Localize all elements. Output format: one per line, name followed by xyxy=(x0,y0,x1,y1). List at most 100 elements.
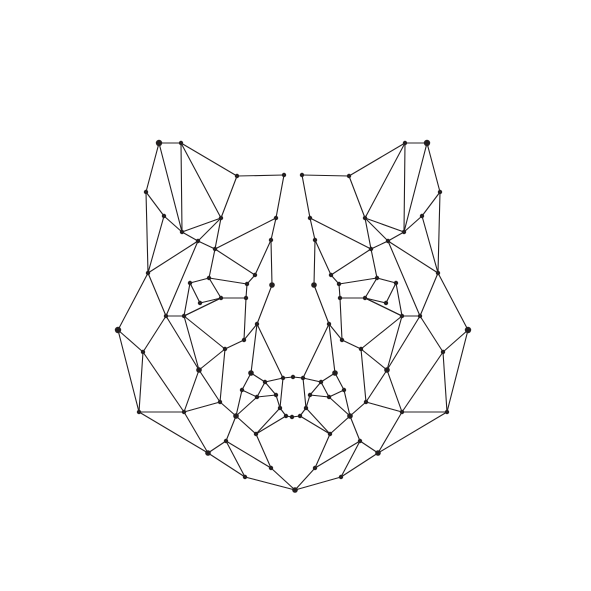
wire-edge xyxy=(349,415,361,442)
wireframe-edges xyxy=(117,142,469,491)
wire-edge xyxy=(348,142,406,177)
wire-edge xyxy=(225,440,246,478)
wire-node xyxy=(384,367,390,373)
wire-edge xyxy=(377,411,448,454)
wire-edge xyxy=(145,191,165,217)
wire-edge xyxy=(214,217,277,250)
wire-edge xyxy=(147,240,199,274)
wire-edge xyxy=(220,175,238,219)
wire-node xyxy=(383,300,389,306)
wire-edge xyxy=(183,297,222,317)
wire-edge xyxy=(180,142,222,219)
wire-edge xyxy=(197,217,222,242)
wire-edge xyxy=(219,348,226,403)
wire-edge xyxy=(183,315,200,371)
wire-edge xyxy=(225,440,272,469)
wire-edge xyxy=(313,239,316,286)
wire-node xyxy=(299,172,305,178)
wire-edge xyxy=(180,142,238,177)
wire-edge xyxy=(208,248,216,279)
wire-edge xyxy=(387,240,439,274)
wire-edge xyxy=(301,174,311,219)
wire-edge xyxy=(236,174,285,177)
wire-edge xyxy=(364,217,372,250)
wire-node xyxy=(346,173,352,179)
wire-edge xyxy=(299,415,331,435)
wire-edge xyxy=(235,415,257,435)
wire-node xyxy=(338,474,344,480)
wire-edge xyxy=(181,217,222,233)
wire-edge xyxy=(302,377,322,383)
wire-edge xyxy=(117,272,149,331)
wire-node xyxy=(234,173,240,179)
wire-edge xyxy=(370,248,378,279)
wire-edge xyxy=(364,277,378,299)
wire-edge xyxy=(250,323,258,374)
wire-edge xyxy=(421,215,439,274)
wire-edge xyxy=(386,315,421,371)
wire-edge xyxy=(421,191,441,217)
wire-edge xyxy=(241,372,252,391)
wire-edge xyxy=(328,323,336,374)
wire-edge xyxy=(370,240,389,250)
wire-node xyxy=(242,474,248,480)
wire-edge xyxy=(365,369,388,403)
wire-edge xyxy=(340,440,361,478)
wire-edge xyxy=(264,381,277,396)
wire-edge xyxy=(328,389,345,398)
wire-node xyxy=(303,405,309,411)
wire-edge xyxy=(207,440,227,454)
wire-node xyxy=(155,139,163,147)
wire-node xyxy=(327,431,333,437)
wire-edge xyxy=(364,297,387,304)
wire-node xyxy=(307,215,313,221)
wire-node xyxy=(178,140,184,146)
wire-node xyxy=(281,172,287,178)
wire-node xyxy=(143,189,149,195)
wire-node xyxy=(277,405,283,411)
wire-node xyxy=(419,213,425,219)
wire-node xyxy=(273,215,279,221)
wire-edge xyxy=(270,217,277,241)
wire-node xyxy=(297,413,303,419)
wire-edge xyxy=(314,433,331,469)
wire-edge xyxy=(147,272,167,317)
wire-edge xyxy=(214,217,222,250)
wire-edge xyxy=(334,372,345,391)
wire-node xyxy=(362,215,368,221)
wire-edge xyxy=(442,351,448,413)
wire-node xyxy=(332,370,338,376)
wire-edge xyxy=(183,369,200,413)
wire-node xyxy=(393,280,399,286)
wire-edge xyxy=(403,142,428,233)
wire-node xyxy=(341,387,347,393)
wire-edge xyxy=(309,381,322,396)
wire-node xyxy=(300,375,306,381)
wire-edge xyxy=(309,394,330,398)
wire-node xyxy=(163,313,169,319)
wire-edge xyxy=(207,452,246,478)
wire-edge xyxy=(235,389,243,417)
wire-edge xyxy=(329,415,351,435)
wire-edge xyxy=(339,297,343,341)
wire-edge xyxy=(305,394,311,409)
wire-node xyxy=(440,349,446,355)
wire-node xyxy=(385,238,391,244)
wire-node xyxy=(206,275,212,281)
wire-node xyxy=(357,438,363,444)
wire-edge xyxy=(348,175,366,219)
wire-node xyxy=(368,246,374,252)
wire-edge xyxy=(270,467,296,491)
wire-node xyxy=(312,237,318,243)
wire-edge xyxy=(446,329,469,413)
wire-edge xyxy=(365,401,403,413)
wire-edge xyxy=(256,284,273,325)
wire-node xyxy=(464,326,472,334)
wire-edge xyxy=(198,348,226,371)
wire-edge xyxy=(426,142,441,193)
wire-node xyxy=(244,281,250,287)
wire-node xyxy=(337,295,343,301)
wire-edge xyxy=(256,323,284,379)
wire-edge xyxy=(419,315,444,353)
